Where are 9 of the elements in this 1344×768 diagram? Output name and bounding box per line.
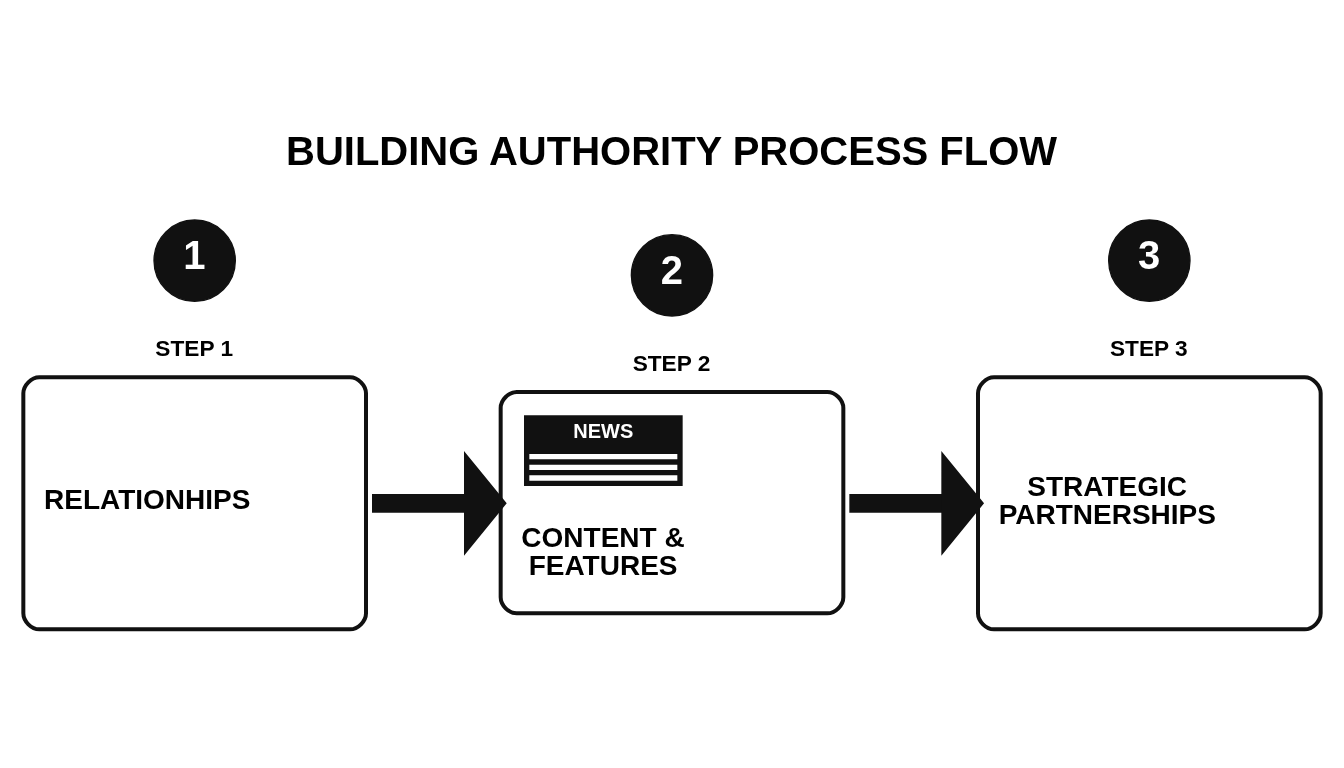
node-label: STEP 3 xyxy=(1110,335,1188,362)
node-label: STEP 1 xyxy=(155,335,234,362)
node-circle: 1 xyxy=(153,219,236,302)
arrow xyxy=(372,451,507,556)
node-circle: 3 xyxy=(1108,219,1191,302)
node-circle: 2 xyxy=(630,234,714,317)
node-label: STEP 2 xyxy=(632,349,711,376)
arrow xyxy=(849,451,985,556)
diagram-title: BUILDING AUTHORITY PROCESS FLOW xyxy=(286,129,1058,174)
